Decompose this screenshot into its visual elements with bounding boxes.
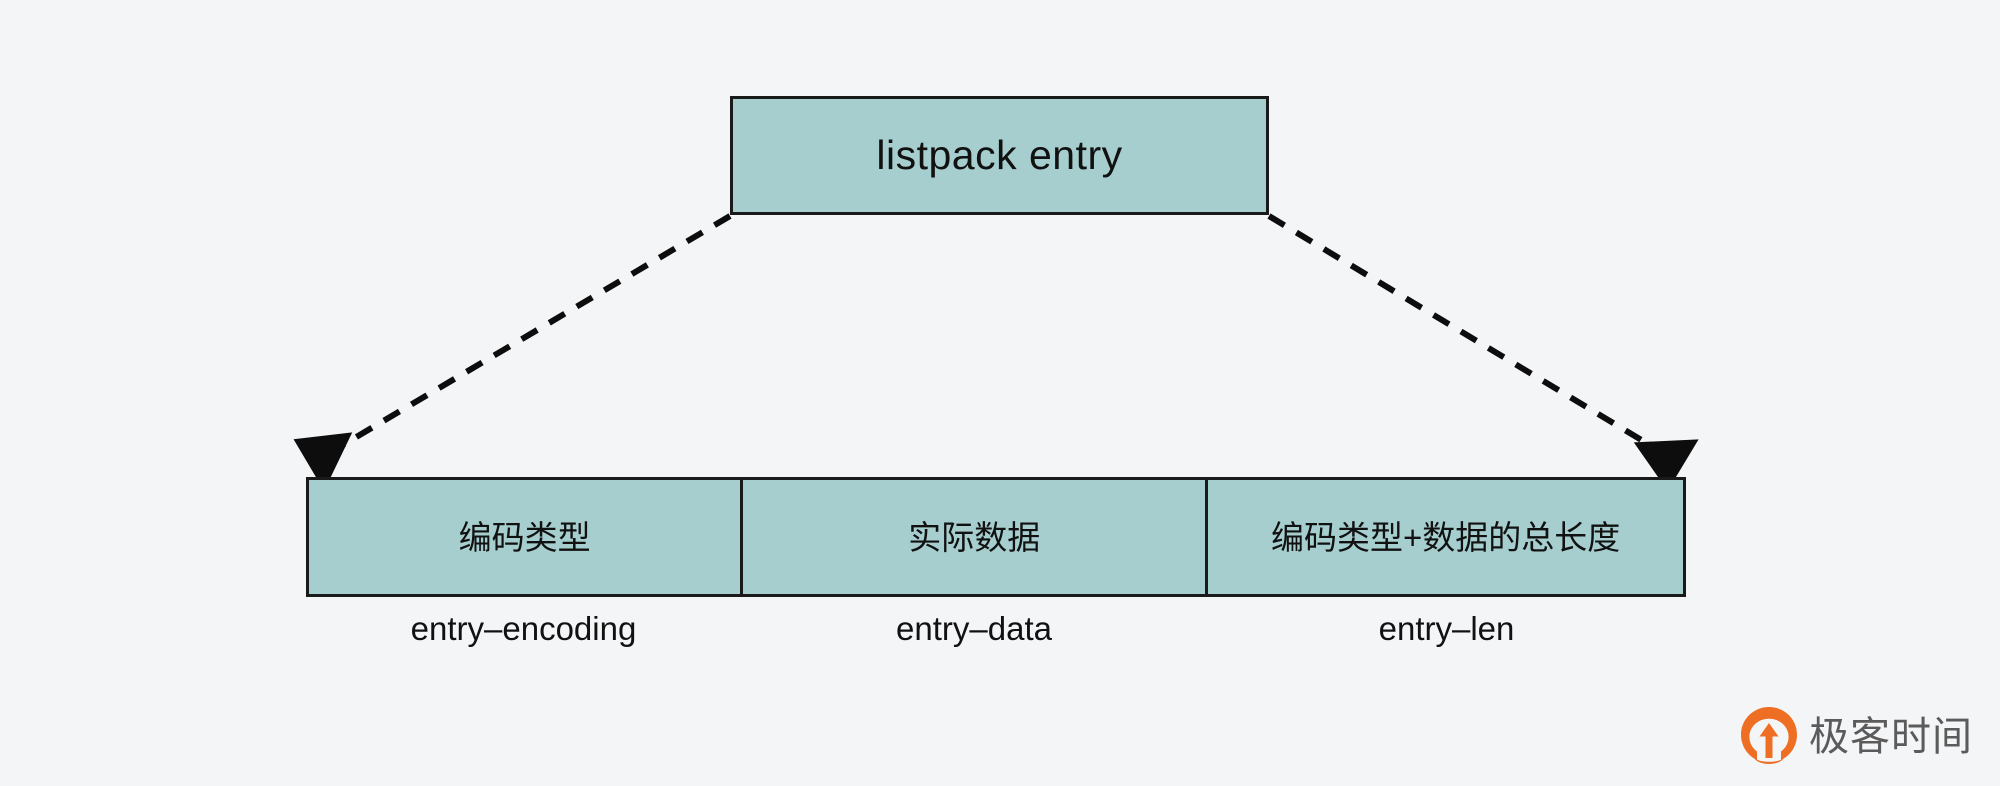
left-expansion-arrow [293,213,732,491]
listpack-entry-segments: 编码类型 实际数据 编码类型+数据的总长度 [306,477,1686,597]
right-expansion-arrow [1267,213,1699,491]
segment-entry-encoding-label: 编码类型 [458,518,591,556]
watermark-text: 极客时间 [1809,715,1973,759]
watermark: 极客时间 [1740,706,1973,768]
segment-entry-encoding: 编码类型 [309,480,744,594]
geektime-logo-icon [1741,707,1797,764]
caption-entry-data: entry–data [896,610,1052,647]
caption-entry-encoding: entry–encoding [410,610,637,647]
segment-entry-data-label: 实际数据 [908,518,1041,556]
listpack-entry-box: listpack entry [730,96,1269,215]
segment-entry-data: 实际数据 [743,480,1209,594]
listpack-entry-label: listpack entry [876,132,1123,178]
segment-entry-len: 编码类型+数据的总长度 [1208,480,1683,594]
segment-entry-len-label: 编码类型+数据的总长度 [1270,518,1621,556]
caption-entry-len: entry–len [1378,610,1515,647]
